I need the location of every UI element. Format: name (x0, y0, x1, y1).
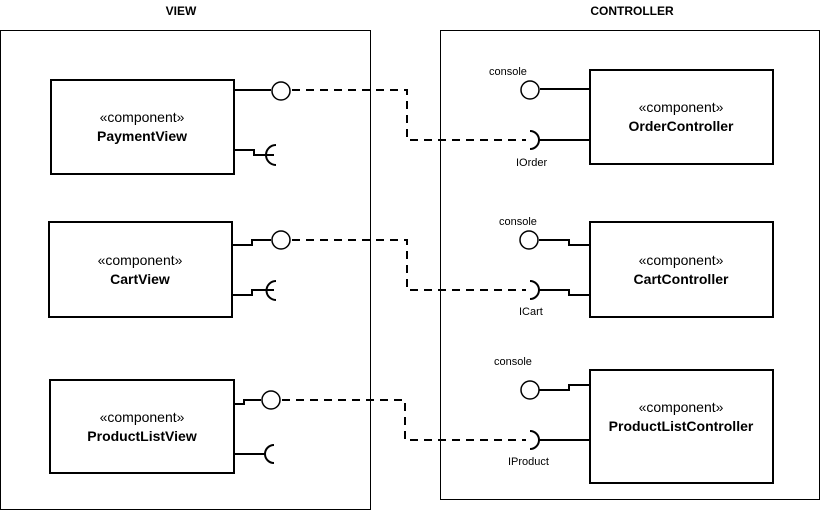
cart-controller-icart-wire (539, 289, 590, 296)
cart-view-provided-port[interactable] (271, 230, 291, 250)
order-controller-iorder-label: IOrder (516, 157, 548, 169)
product-list-controller-component[interactable]: «component» ProductListController (589, 369, 774, 484)
component-name: CartView (110, 271, 170, 287)
payment-view-required-wire (234, 149, 274, 156)
cart-controller-console-port[interactable] (519, 230, 539, 250)
cart-view-required-socket[interactable] (265, 280, 277, 301)
payment-view-required-socket[interactable] (265, 144, 277, 166)
order-controller-component[interactable]: «component» OrderController (589, 69, 774, 165)
stereotype-label: «component» (639, 399, 724, 415)
stereotype-label: «component» (100, 109, 185, 125)
cart-controller-icart-socket[interactable] (529, 280, 540, 300)
order-controller-iorder-socket[interactable] (529, 130, 540, 150)
cart-view-provided-wire (232, 239, 271, 246)
component-name: ProductListView (87, 428, 197, 444)
product-list-view-provided-wire (234, 399, 261, 405)
view-package-title: VIEW (166, 4, 197, 18)
cart-view-required-wire (232, 289, 274, 296)
product-list-controller-console-port[interactable] (520, 380, 540, 400)
product-list-controller-iproduct-socket[interactable] (529, 430, 540, 450)
component-name: CartController (634, 271, 729, 287)
controller-package-title: CONTROLLER (590, 4, 674, 18)
product-list-view-required-socket[interactable] (264, 444, 275, 464)
product-list-to-product-list-dependency (282, 399, 526, 441)
order-controller-console-label: console (489, 66, 527, 78)
product-list-view-component[interactable]: «component» ProductListView (49, 379, 235, 474)
stereotype-label: «component» (639, 99, 724, 115)
stereotype-label: «component» (639, 252, 724, 268)
product-list-controller-iproduct-label: IProduct (508, 456, 549, 468)
cart-controller-console-label: console (499, 216, 537, 228)
product-list-controller-console-label: console (494, 356, 532, 368)
payment-view-provided-port[interactable] (271, 81, 291, 101)
cart-controller-console-wire (539, 239, 590, 246)
product-list-view-provided-port[interactable] (261, 390, 281, 410)
component-name: ProductListController (609, 418, 754, 434)
cart-to-cart-dependency (292, 239, 526, 291)
order-controller-console-port[interactable] (520, 80, 540, 100)
component-name: PaymentView (97, 128, 187, 144)
cart-controller-component[interactable]: «component» CartController (589, 221, 774, 318)
cart-view-component[interactable]: «component» CartView (48, 221, 233, 318)
component-name: OrderController (628, 118, 734, 134)
payment-view-component[interactable]: «component» PaymentView (50, 79, 235, 175)
stereotype-label: «component» (98, 252, 183, 268)
product-list-controller-console-wire (539, 384, 590, 391)
payment-to-order-dependency (292, 89, 526, 141)
stereotype-label: «component» (100, 409, 185, 425)
cart-controller-icart-label: ICart (519, 306, 543, 318)
